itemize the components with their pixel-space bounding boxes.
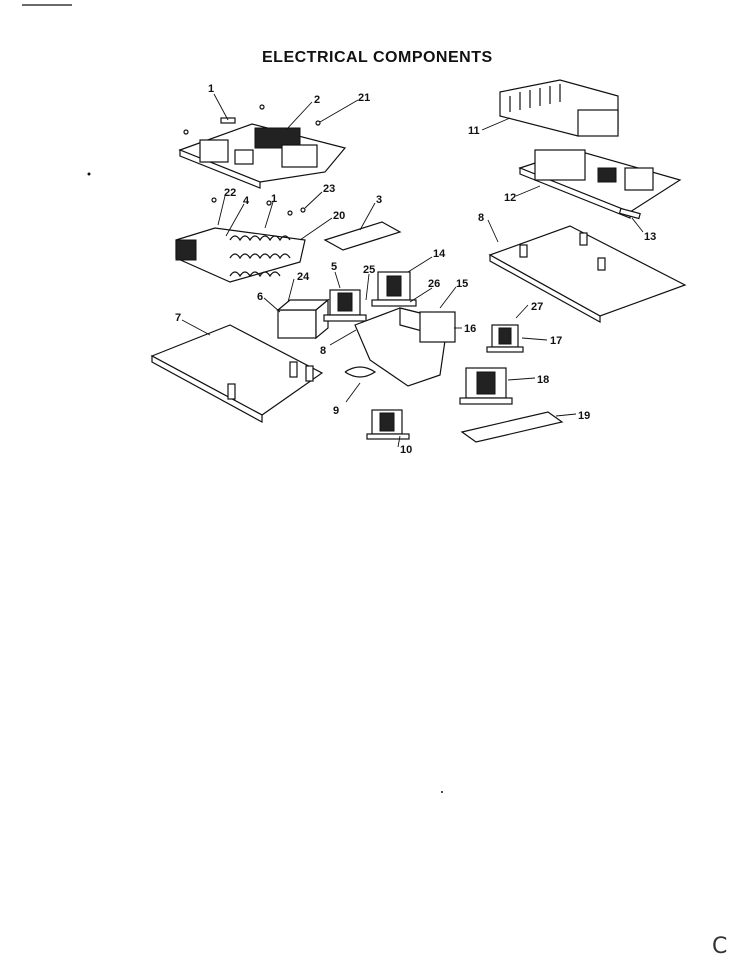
part-label: 17 <box>550 335 562 347</box>
diagram-title: ELECTRICAL COMPONENTS <box>262 49 493 66</box>
part-label: 1 <box>271 193 277 205</box>
part-label: 25 <box>363 264 375 276</box>
part-label: 1 <box>208 83 214 95</box>
scan-dot <box>87 172 91 176</box>
base-plate-8 <box>488 225 687 324</box>
terminal-block-assembly <box>175 197 306 283</box>
part-label: 4 <box>243 195 250 207</box>
part-label: 12 <box>504 192 516 204</box>
part-label: 9 <box>333 405 339 417</box>
part-label: 18 <box>537 374 549 386</box>
part-label: 8 <box>320 345 326 357</box>
bracket-11 <box>499 79 619 137</box>
flat-plate-19 <box>460 411 564 443</box>
part-label: 15 <box>456 278 468 290</box>
flat-plate-3 <box>323 221 402 251</box>
transformer-10 <box>366 409 410 440</box>
part-label: 23 <box>323 183 335 195</box>
part-label: 26 <box>428 278 440 290</box>
scan-dot <box>441 791 443 793</box>
part-label: 8 <box>478 212 484 224</box>
relay-block-6 <box>276 298 330 340</box>
part-label: 6 <box>257 291 263 303</box>
part-label: 24 <box>297 271 310 283</box>
transformer-18 <box>459 367 513 405</box>
circuit-board-12 <box>518 149 682 219</box>
magnetron-bracket <box>344 307 456 387</box>
part-label: 13 <box>644 231 656 243</box>
part-number-labels: 1 2 21 22 4 1 23 20 3 24 5 25 14 26 15 6… <box>175 83 656 456</box>
corner-mark: C <box>712 934 728 959</box>
circuit-board-top-left <box>178 104 347 189</box>
base-plate-7 <box>150 324 324 424</box>
part-label: 10 <box>400 444 412 456</box>
part-label: 22 <box>224 187 236 199</box>
part-label: 2 <box>314 94 320 106</box>
part-label: 5 <box>331 261 337 273</box>
part-label: 20 <box>333 210 345 222</box>
transformer-14 <box>371 271 417 307</box>
part-label: 27 <box>531 301 543 313</box>
transformer-17 <box>486 324 524 353</box>
part-label: 19 <box>578 410 590 422</box>
part-label: 21 <box>358 92 370 104</box>
part-label: 3 <box>376 194 382 206</box>
part-label: 16 <box>464 323 476 335</box>
part-label: 7 <box>175 312 181 324</box>
leader-lines <box>181 93 644 448</box>
fuse-13 <box>618 207 641 220</box>
part-label: 14 <box>433 248 446 260</box>
part-label: 11 <box>468 125 480 137</box>
transformer-5 <box>323 289 367 322</box>
